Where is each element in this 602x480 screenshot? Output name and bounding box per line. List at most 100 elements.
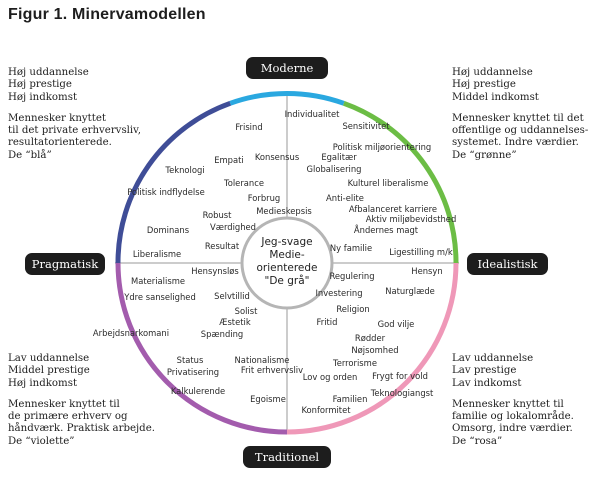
value-word: Medieskepsis bbox=[256, 206, 312, 216]
corner-line: Høj uddannelse bbox=[8, 67, 89, 78]
value-word: Familien bbox=[333, 394, 368, 404]
value-word: Arbejdsnarkomani bbox=[93, 328, 169, 338]
value-word: Kalkulerende bbox=[171, 386, 225, 396]
value-word: Globalisering bbox=[307, 164, 362, 174]
value-word: Nøjsomhed bbox=[351, 345, 398, 355]
center-circle bbox=[240, 216, 334, 310]
value-word: Ny familie bbox=[330, 243, 372, 253]
value-word: Liberalisme bbox=[133, 249, 181, 259]
value-word: Rødder bbox=[355, 333, 386, 343]
value-word: Egoisme bbox=[250, 394, 286, 404]
svg-text:Idealistisk: Idealistisk bbox=[478, 257, 539, 271]
value-word: Nationalisme bbox=[235, 355, 290, 365]
value-word: Privatisering bbox=[167, 367, 219, 377]
svg-text:Traditionel: Traditionel bbox=[255, 450, 319, 464]
axis-label-right: Idealistisk bbox=[467, 253, 548, 275]
value-word: Sensitivitet bbox=[342, 121, 390, 131]
figure-title: Figur 1. Minervamodellen bbox=[8, 6, 206, 23]
value-word: Frygt for vold bbox=[372, 371, 428, 381]
value-word: Spænding bbox=[201, 329, 243, 339]
corner-line: Middel prestige bbox=[8, 365, 90, 377]
value-word: Resultat bbox=[205, 241, 240, 251]
corner-line: Mennesker knyttet bbox=[8, 112, 106, 124]
corner-line: Mennesker knyttet til det bbox=[452, 112, 584, 124]
value-word: Materialisme bbox=[131, 276, 185, 286]
value-word: Ydre sanselighed bbox=[123, 292, 196, 302]
corner-line: Høj indkomst bbox=[8, 91, 78, 103]
value-word: Åndernes magt bbox=[354, 224, 419, 235]
value-word: Hensyn bbox=[411, 266, 442, 276]
value-word: Tolerance bbox=[223, 178, 264, 188]
corner-line: De “blå” bbox=[8, 149, 52, 161]
corner-line: De “violette” bbox=[8, 435, 75, 447]
value-word: Politisk indflydelse bbox=[127, 187, 205, 197]
corner-line: De “rosa” bbox=[452, 435, 503, 447]
corner-line: Middel indkomst bbox=[452, 91, 539, 103]
corner-line: til det private erhvervsliv, bbox=[8, 125, 141, 137]
value-word: Værdighed bbox=[210, 222, 256, 232]
ring-arc-blue bbox=[229, 91, 345, 106]
value-word: Kulturel liberalisme bbox=[348, 178, 429, 188]
axis-label-left: Pragmatisk bbox=[25, 253, 105, 275]
value-word: Æstetik bbox=[219, 317, 251, 327]
value-word: Egalitær bbox=[321, 152, 357, 162]
axis-label-bottom: Traditionel bbox=[243, 446, 331, 468]
corner-line: De “grønne” bbox=[452, 149, 517, 161]
corner-line: Høj uddannelse bbox=[452, 67, 533, 78]
corner-line: Lav uddannelse bbox=[452, 353, 534, 364]
value-word: Selvtillid bbox=[214, 291, 250, 301]
value-word: Religion bbox=[336, 304, 369, 314]
value-word: Politisk miljøorientering bbox=[333, 142, 431, 152]
value-word: Lov og orden bbox=[303, 372, 358, 382]
corner-line: Lav indkomst bbox=[452, 377, 522, 389]
value-word: Frit erhvervsliv bbox=[241, 365, 303, 375]
corner-line: de primære erhverv og bbox=[8, 411, 128, 423]
value-word: Status bbox=[177, 355, 204, 365]
corner-line: Omsorg, indre værdier. bbox=[452, 423, 573, 435]
center-line-1: Jeg-svage bbox=[260, 236, 312, 248]
svg-text:Moderne: Moderne bbox=[261, 61, 314, 75]
ring-arc-pink bbox=[286, 262, 459, 435]
corner-line: offentlige og uddannelses- bbox=[452, 125, 589, 137]
corner-line: familie og lokalområde. bbox=[452, 411, 574, 423]
value-word: Solist bbox=[235, 306, 258, 316]
center-line-3: orienterede bbox=[256, 262, 317, 274]
value-word: Frisind bbox=[235, 122, 262, 132]
value-word: God vilje bbox=[378, 319, 415, 329]
value-word: Teknologi bbox=[164, 165, 204, 175]
ring-arc-purple bbox=[115, 262, 288, 435]
corner-line: Høj prestige bbox=[452, 79, 516, 91]
svg-text:Pragmatisk: Pragmatisk bbox=[32, 257, 99, 271]
value-word: Anti-elite bbox=[326, 193, 364, 203]
corner-line: Høj prestige bbox=[8, 79, 72, 91]
value-word: Hensynsløs bbox=[191, 266, 239, 276]
value-word: Konsensus bbox=[255, 152, 299, 162]
value-word: Forbrug bbox=[248, 193, 280, 203]
ring-arc-navy bbox=[115, 100, 232, 264]
value-word: Naturglæde bbox=[385, 286, 435, 296]
value-word: Teknologiangst bbox=[370, 388, 434, 398]
value-word: Individualitet bbox=[285, 109, 341, 119]
axis-label-top: Moderne bbox=[246, 57, 328, 79]
value-word: Dominans bbox=[147, 225, 189, 235]
corner-line: Lav prestige bbox=[452, 365, 517, 377]
corner-line: håndværk. Praktisk arbejde. bbox=[8, 423, 155, 435]
corner-line: Lav uddannelse bbox=[8, 353, 90, 364]
value-word: Robust bbox=[203, 210, 233, 220]
value-word: Aktiv miljøbevidsthed bbox=[366, 214, 457, 224]
value-word: Afbalanceret karriere bbox=[349, 204, 437, 214]
value-word: Konformitet bbox=[301, 405, 351, 415]
corner-line: resultatorienterede. bbox=[8, 137, 112, 149]
value-word: Regulering bbox=[329, 271, 374, 281]
corner-line: systemet. Indre værdier. bbox=[452, 137, 579, 149]
value-word: Empati bbox=[214, 155, 244, 165]
center-line-2: Medie- bbox=[269, 249, 305, 261]
ring-arc-green bbox=[342, 100, 459, 264]
value-word: Terrorisme bbox=[332, 358, 377, 368]
